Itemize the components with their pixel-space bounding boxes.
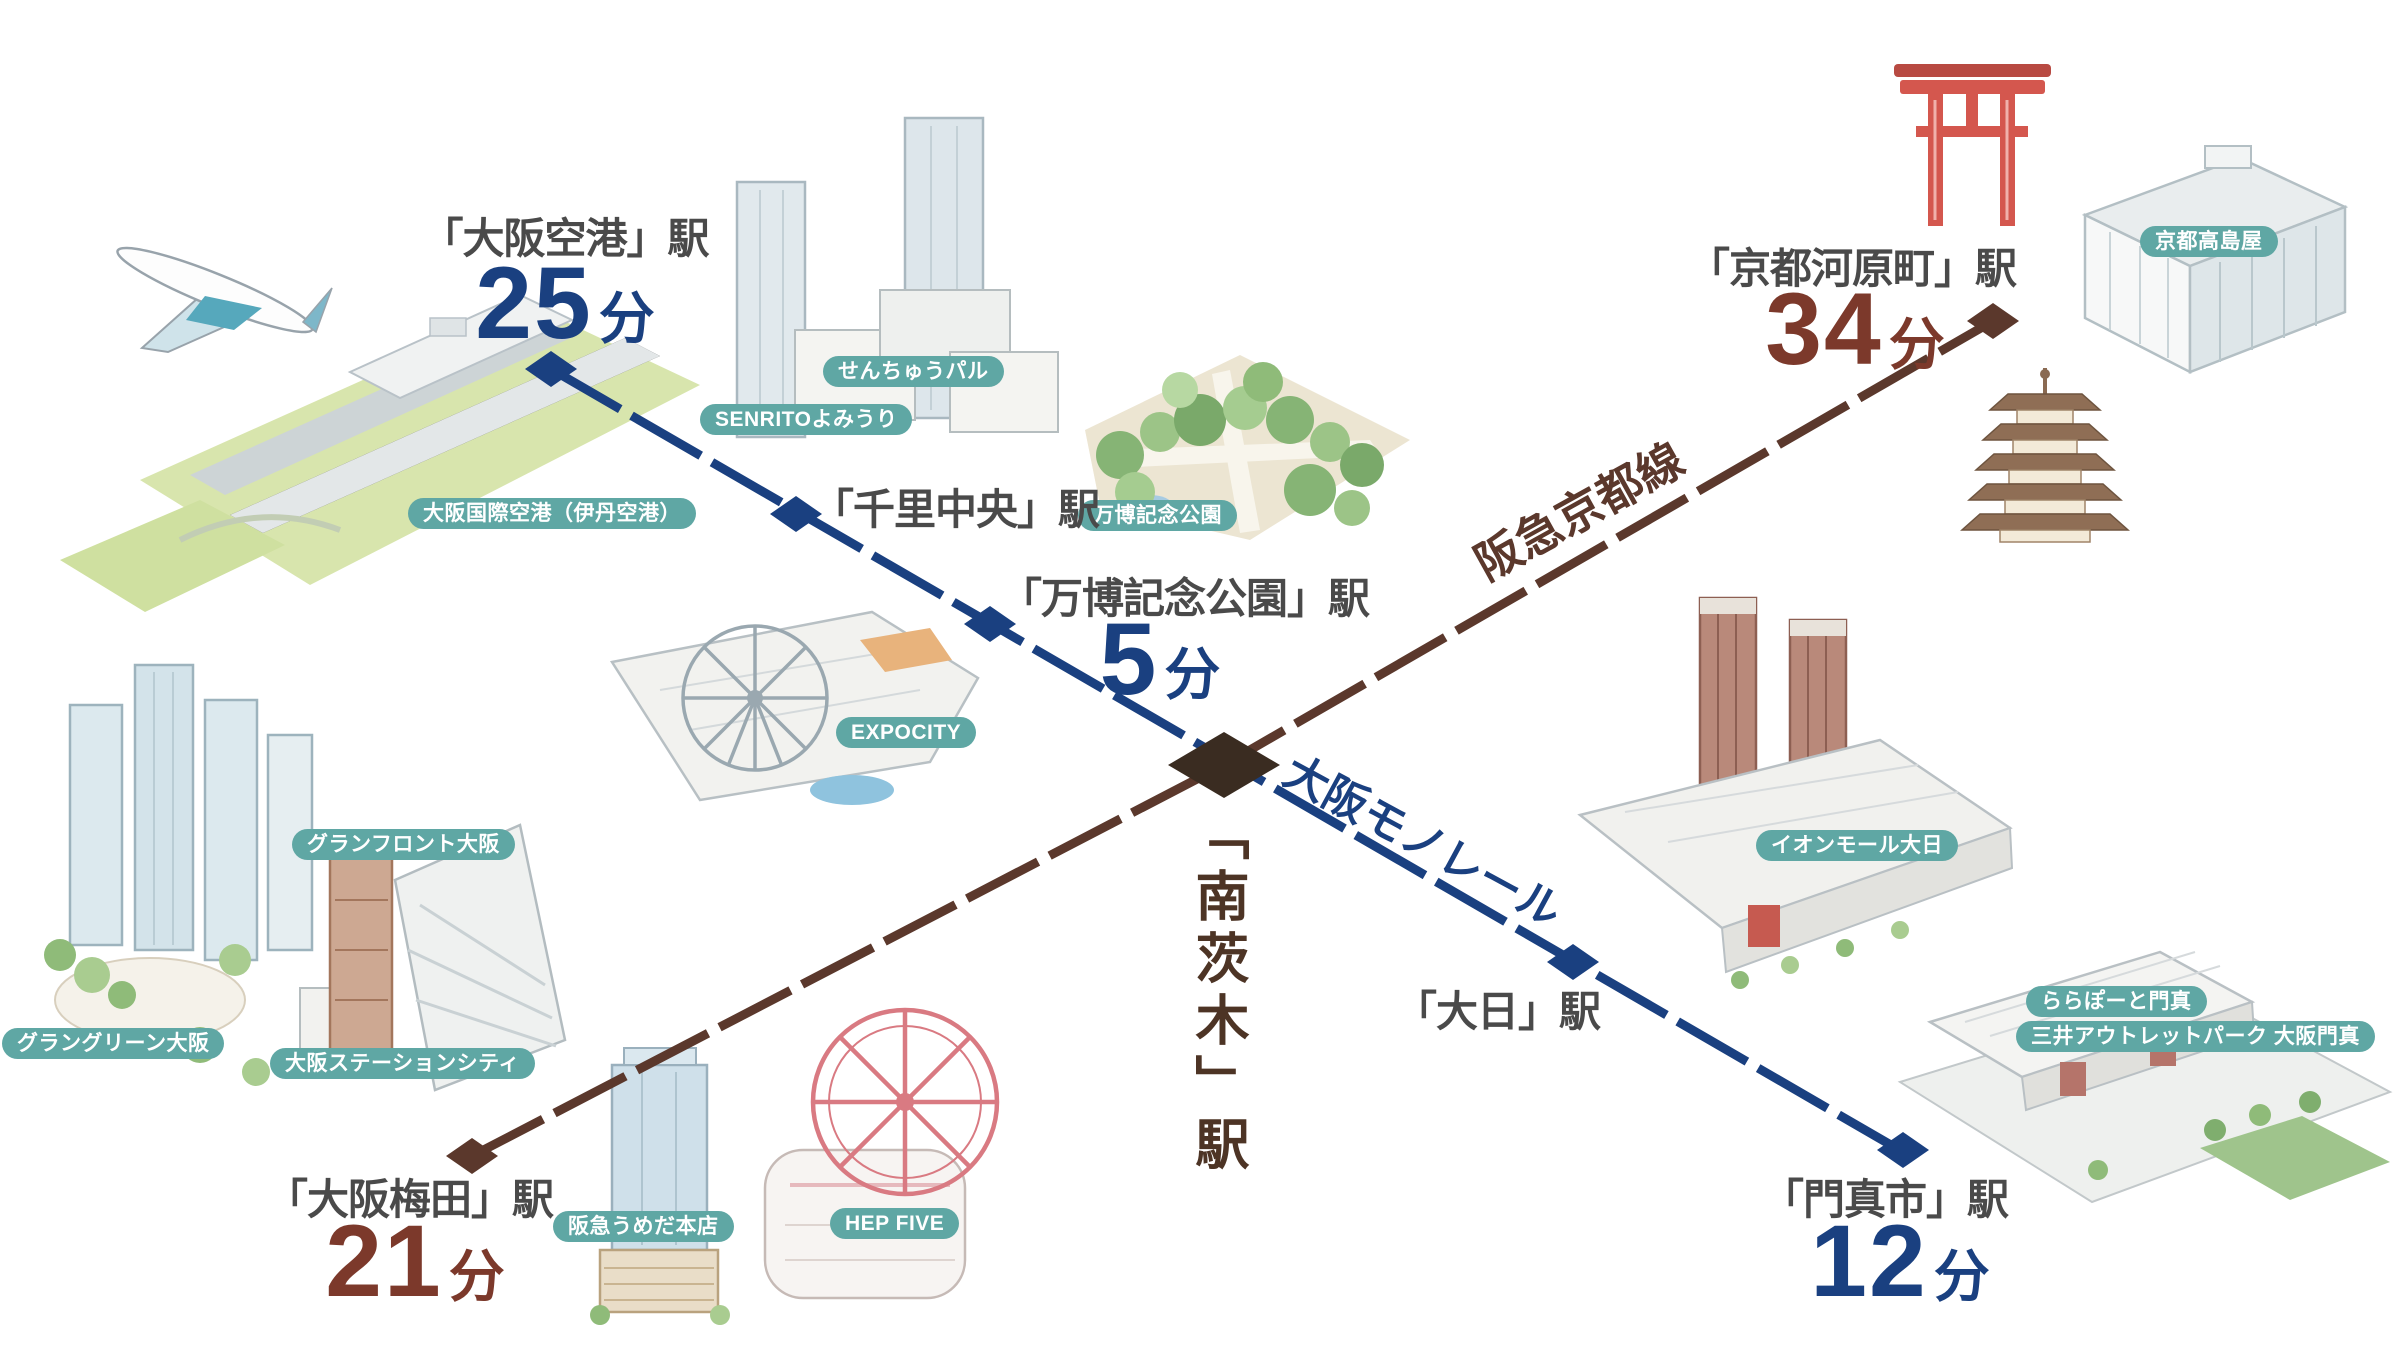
time-value: 34 <box>1765 272 1883 386</box>
illustration-hankyu-umeda-tower <box>590 1047 730 1325</box>
illustration-bampaku-park <box>1085 355 1410 540</box>
time-unit: 分 <box>1933 1245 1990 1308</box>
ferris-wheel-icon <box>681 624 829 772</box>
illustration-hep-five <box>763 1007 1000 1300</box>
station-label-bampaku: 「万博記念公園」駅 <box>1000 575 1370 622</box>
illustration-expocity <box>609 610 980 805</box>
time-label-kyoto-kawaramachi: 34 分 <box>1690 278 2020 380</box>
time-value: 21 <box>325 1204 443 1318</box>
landmark-pill-expocity: EXPOCITY <box>836 717 977 748</box>
station-diamond-dainichi <box>1547 944 1599 980</box>
time-unit: 分 <box>598 287 655 350</box>
station-label-osaka-airport: 「大阪空港」駅 <box>421 215 709 262</box>
station-diamond-osaka-umeda <box>446 1138 498 1174</box>
time-unit: 分 <box>1164 643 1221 706</box>
landmark-pill-hankyu-umeda: 阪急うめだ本店 <box>553 1211 734 1242</box>
time-value: 25 <box>475 246 593 360</box>
landmark-pill-aeon-mall-dainichi: イオンモール大日 <box>1756 830 1958 861</box>
station-label-kyoto-kawaramachi: 「京都河原町」駅 <box>1688 245 2017 292</box>
illustration-itami-airport <box>60 246 700 612</box>
center-station-name-minami-ibaraki: 「南茨木」駅 <box>1187 806 1247 1178</box>
time-value: 5 <box>1099 602 1159 716</box>
takashimaya-building <box>2081 145 2349 375</box>
airplane-icon <box>116 246 333 354</box>
landmark-pill-lalaport-kadoma: ららぽーと門真 <box>2026 986 2207 1017</box>
time-label-osaka-umeda: 21 分 <box>250 1210 580 1312</box>
station-diamond-kyoto-kawaramachi <box>1967 303 2019 339</box>
landmark-pill-bampaku-park: 万博記念公園 <box>1078 500 1237 531</box>
illustration-umeda-district <box>44 663 567 1092</box>
station-diamond-bampaku <box>964 606 1016 642</box>
illustration-senri-chuo <box>735 116 1059 439</box>
pagoda-icon <box>1960 368 2130 543</box>
station-diamond-osaka-airport <box>525 351 577 387</box>
station-label-osaka-umeda: 「大阪梅田」駅 <box>266 1176 554 1223</box>
time-label-bampaku: 5 分 <box>1000 608 1320 710</box>
landmark-pill-grand-green-osaka: グラングリーン大阪 <box>2 1028 225 1059</box>
landmark-pill-mitsui-outlet: 三井アウトレットパーク 大阪門真 <box>2016 1021 2375 1052</box>
time-unit: 分 <box>1888 313 1945 376</box>
landmark-pill-senrito-yomiuri: SENRITOよみうり <box>700 404 913 435</box>
time-label-osaka-airport: 25 分 <box>400 252 730 354</box>
torii-gate-icon <box>1894 64 2051 226</box>
landmark-pill-hep-five: HEP FIVE <box>830 1208 960 1239</box>
station-diamond-senri-chuo <box>770 496 822 532</box>
station-diamond-kadoma-shi <box>1877 1132 1929 1168</box>
station-label-senri-chuo: 「千里中央」駅 <box>812 486 1100 533</box>
landmark-pill-grand-front-osaka: グランフロント大阪 <box>292 829 515 860</box>
station-label-kadoma-shi: 「門真市」駅 <box>1762 1176 2009 1223</box>
landmark-pill-itami-airport: 大阪国際空港（伊丹空港） <box>408 498 696 529</box>
station-label-dainichi: 「大日」駅 <box>1395 988 1601 1035</box>
landmark-pill-senchu-pal: せんちゅうパル <box>823 356 1004 387</box>
center-station-diamond-minami-ibaraki <box>1168 732 1280 798</box>
landmark-pill-osaka-station-city: 大阪ステーションシティ <box>270 1048 535 1079</box>
time-unit: 分 <box>448 1245 505 1308</box>
time-value: 12 <box>1810 1204 1928 1318</box>
landmark-pill-kyoto-takashimaya: 京都高島屋 <box>2140 226 2278 257</box>
time-label-kadoma-shi: 12 分 <box>1735 1210 2065 1312</box>
